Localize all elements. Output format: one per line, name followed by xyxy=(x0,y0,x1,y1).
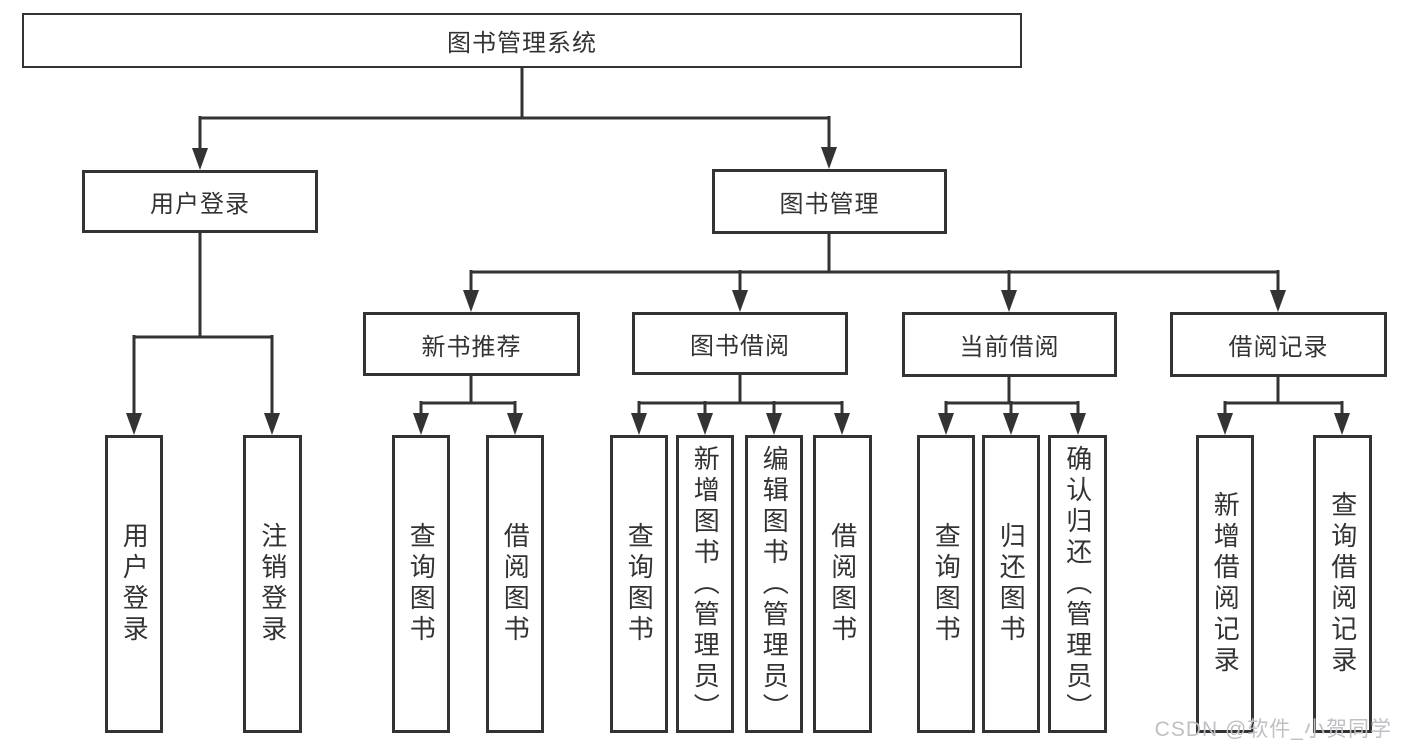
leaf-label: 查询图书 xyxy=(624,522,655,646)
leaf-query-books-recommend: 查询图书 xyxy=(392,435,450,733)
leaf-logout: 注销登录 xyxy=(243,435,302,733)
node-user-login: 用户登录 xyxy=(82,170,318,233)
node-label: 图书管理 xyxy=(779,191,880,218)
leaf-label: 查询图书 xyxy=(931,522,962,646)
node-book-management: 图书管理 xyxy=(712,169,947,234)
node-book-borrowing: 图书借阅 xyxy=(632,312,848,375)
node-library-management-system: 图书管理系统 xyxy=(22,13,1022,68)
node-label: 用户登录 xyxy=(150,191,250,218)
leaf-borrow-books: 借阅图书 xyxy=(813,435,872,733)
leaf-user-login: 用户登录 xyxy=(105,435,163,733)
leaf-label: 新增图书（管理员） xyxy=(690,444,721,724)
leaf-borrow-books-recommend: 借阅图书 xyxy=(486,435,544,733)
node-current-borrowing: 当前借阅 xyxy=(902,312,1117,377)
node-label: 借阅记录 xyxy=(1228,334,1329,361)
leaf-add-books-admin: 新增图书（管理员） xyxy=(676,435,734,733)
leaf-label: 新增借阅记录 xyxy=(1210,491,1241,677)
leaf-label: 查询借阅记录 xyxy=(1327,491,1358,677)
leaf-label: 归还图书 xyxy=(996,522,1027,646)
leaf-label: 注销登录 xyxy=(257,522,288,646)
leaf-query-borrow-record: 查询借阅记录 xyxy=(1313,435,1372,733)
leaf-label: 借阅图书 xyxy=(827,522,858,646)
leaf-add-borrow-record: 新增借阅记录 xyxy=(1196,435,1254,733)
arrow-head-icons xyxy=(126,147,1350,435)
node-label: 当前借阅 xyxy=(959,334,1060,361)
leaf-label: 用户登录 xyxy=(119,522,150,646)
leaf-label: 编辑图书（管理员） xyxy=(759,444,790,724)
node-label: 图书管理系统 xyxy=(447,30,597,57)
node-new-book-recommendation: 新书推荐 xyxy=(363,312,580,376)
leaf-label: 确认归还（管理员） xyxy=(1062,444,1093,724)
leaf-query-books-borrowing: 查询图书 xyxy=(610,435,668,733)
watermark-csdn: CSDN @软件_小贺同学 xyxy=(1154,718,1392,741)
leaf-confirm-return-admin: 确认归还（管理员） xyxy=(1048,435,1107,733)
leaf-query-books-current: 查询图书 xyxy=(917,435,975,733)
node-borrowing-records: 借阅记录 xyxy=(1170,312,1387,377)
leaf-return-books: 归还图书 xyxy=(982,435,1040,733)
node-label: 新书推荐 xyxy=(421,333,522,361)
node-label: 图书借阅 xyxy=(690,333,790,360)
leaf-edit-books-admin: 编辑图书（管理员） xyxy=(745,435,803,733)
leaf-label: 借阅图书 xyxy=(500,522,531,646)
leaf-label: 查询图书 xyxy=(406,522,437,646)
